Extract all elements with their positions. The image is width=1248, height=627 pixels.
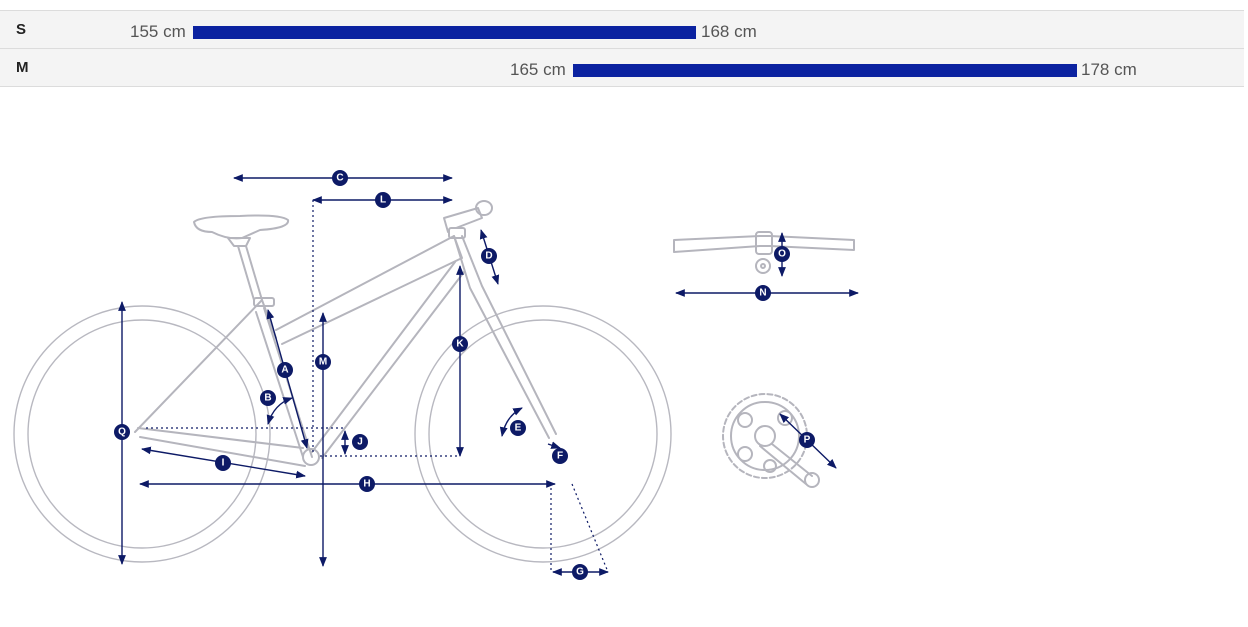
handlebar-detail — [673, 231, 855, 274]
badge-g: G — [572, 564, 588, 580]
badge-c: C — [332, 170, 348, 186]
svg-text:B: B — [264, 393, 271, 404]
height-range-bar — [573, 64, 1077, 77]
svg-text:H: H — [363, 479, 370, 490]
svg-text:D: D — [485, 251, 492, 262]
svg-text:K: K — [456, 339, 464, 350]
range-max: 168 cm — [701, 22, 757, 41]
rear-wheel — [13, 305, 271, 563]
svg-text:M: M — [319, 357, 327, 368]
badge-a: A — [277, 362, 293, 378]
svg-text:I: I — [222, 458, 225, 469]
svg-text:C: C — [336, 173, 343, 184]
svg-text:L: L — [380, 195, 386, 206]
range-min: 165 cm — [510, 60, 566, 79]
dimension-badges: A B C D E F G H I J K L M N O P Q — [114, 170, 815, 580]
svg-text:E: E — [515, 423, 522, 434]
svg-text:O: O — [778, 249, 786, 260]
badge-b: B — [260, 390, 276, 406]
svg-text:G: G — [576, 567, 584, 578]
size-row-m: M 165 cm 178 cm — [0, 48, 1244, 87]
range-max: 178 cm — [1081, 60, 1137, 79]
badge-p: P — [799, 432, 815, 448]
badge-e: E — [510, 420, 526, 436]
badge-q: Q — [114, 424, 130, 440]
size-row-s: S 155 cm 168 cm — [0, 10, 1244, 48]
size-label: M — [16, 59, 29, 76]
range-min: 155 cm — [130, 22, 186, 41]
badge-o: O — [774, 246, 790, 262]
badge-i: I — [215, 455, 231, 471]
badge-f: F — [552, 448, 568, 464]
badge-n: N — [755, 285, 771, 301]
badge-d: D — [481, 248, 497, 264]
badge-k: K — [452, 336, 468, 352]
size-label: S — [16, 21, 27, 38]
front-wheel — [414, 305, 672, 563]
badge-j: J — [352, 434, 368, 450]
svg-text:A: A — [281, 365, 288, 376]
badge-h: H — [359, 476, 375, 492]
bike-frame — [134, 200, 557, 467]
size-chart: S 155 cm 168 cm M 165 cm 178 cm — [0, 10, 1244, 87]
svg-text:F: F — [557, 451, 563, 462]
svg-text:J: J — [357, 437, 363, 448]
height-range-bar — [193, 26, 696, 39]
badge-l: L — [375, 192, 391, 208]
svg-text:P: P — [804, 435, 811, 446]
svg-text:N: N — [759, 288, 766, 299]
svg-text:Q: Q — [118, 427, 126, 438]
badge-m: M — [315, 354, 331, 370]
